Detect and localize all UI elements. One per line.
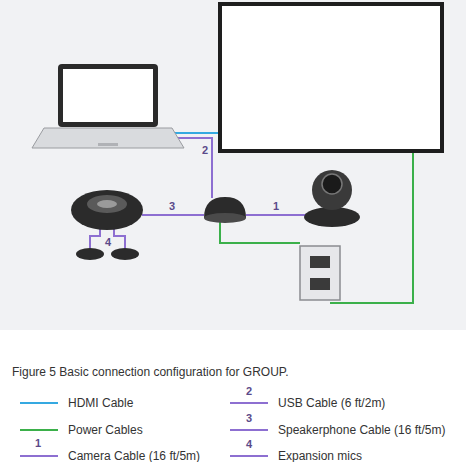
legend-sample [230,402,268,404]
callout-number: 4 [246,437,252,451]
legend-sample [20,429,58,431]
laptop-screen [63,69,153,122]
legend-sample [20,402,58,404]
legend-text: Expansion mics [278,449,362,462]
legend-sample [230,455,268,457]
legend-text: Power Cables [68,423,143,437]
callout-number: 1 [273,199,279,213]
panel-ground [0,0,466,330]
outlet-socket [310,256,330,268]
display [220,4,442,151]
legend-text: Speakerphone Cable (16 ft/5m) [278,423,445,437]
power-outlet [300,246,340,300]
laptop-base [98,143,118,146]
camera-wire [246,214,308,216]
laptop-base [32,128,184,148]
callout-number: 3 [169,199,175,213]
callout-number: 4 [105,235,111,249]
callout-number: 1 [35,436,41,450]
speakerphone [87,195,127,213]
expansion-mic [111,248,139,260]
legend-text: Camera Cable (16 ft/5m) [68,449,200,462]
speakerphone [71,190,143,230]
callout-number: 3 [246,411,252,425]
camera-head [312,170,352,210]
callout-number: 2 [246,384,252,398]
figure-caption: Figure 5 Basic connection configuration … [12,365,289,379]
hub [204,213,246,223]
laptop-screen [58,64,158,127]
outlet-socket [310,278,330,290]
legend-text: USB Cable (6 ft/2m) [278,396,385,410]
legend-sample [230,429,268,431]
speakerphone-wire [142,214,204,216]
callout-number: 2 [202,143,208,157]
legend-text: HDMI Cable [68,396,133,410]
speakerphone [97,200,117,208]
expansion-mic [76,248,104,260]
legend-sample [20,455,58,457]
camera-lens [322,174,342,194]
power-wire [220,222,300,243]
